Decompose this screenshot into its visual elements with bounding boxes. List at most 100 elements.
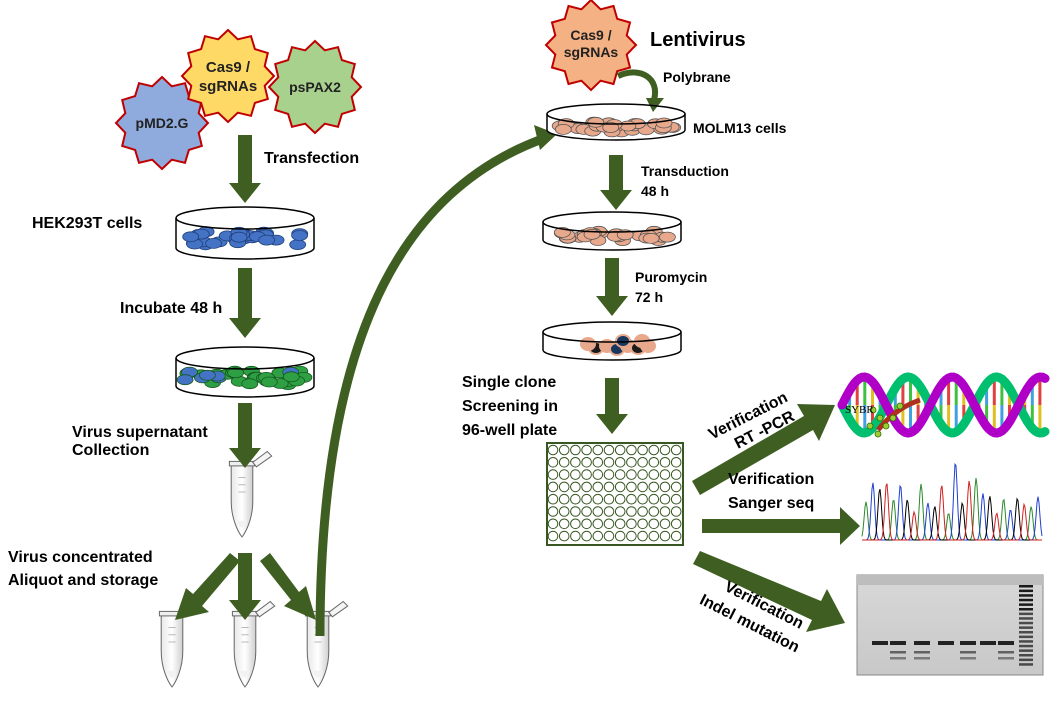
tube-cap <box>255 600 276 618</box>
ladder-band <box>1019 608 1033 611</box>
well <box>614 457 626 468</box>
well <box>614 530 626 542</box>
well <box>581 481 592 493</box>
well <box>592 530 604 542</box>
well <box>659 530 671 542</box>
cell <box>227 367 245 379</box>
well <box>547 469 559 480</box>
tube-liquid <box>237 520 247 528</box>
well <box>570 530 581 542</box>
well <box>637 481 648 493</box>
ladder-band <box>1019 649 1033 652</box>
well <box>581 506 592 517</box>
virus-supernatant-label-line1: Virus supernatant <box>72 424 208 441</box>
cell <box>258 234 276 246</box>
cell <box>282 371 300 383</box>
arrow-to-aliquot-right <box>260 553 316 620</box>
well <box>581 444 592 456</box>
well <box>570 481 581 493</box>
sanger-chromatogram <box>861 462 1043 541</box>
well <box>570 469 581 480</box>
well <box>547 518 559 530</box>
well <box>558 469 570 480</box>
ladder-band <box>1019 621 1033 625</box>
tube-body <box>233 614 257 688</box>
well <box>581 518 592 530</box>
sanger-label-line1: Verification <box>728 471 814 488</box>
band <box>890 641 906 645</box>
well <box>592 506 604 517</box>
middle-arrows <box>596 155 632 434</box>
well <box>648 469 660 480</box>
well <box>659 457 671 468</box>
well <box>670 506 682 517</box>
band <box>872 641 888 645</box>
plate-wells <box>547 444 682 542</box>
well <box>592 493 604 505</box>
selected-dish <box>542 321 682 361</box>
band <box>960 641 976 645</box>
hek293t-dish <box>175 206 315 260</box>
band <box>960 657 976 660</box>
well <box>581 457 592 468</box>
well <box>603 457 615 468</box>
arrow-to-transduction <box>600 155 632 210</box>
tube-body <box>230 464 254 538</box>
dna-helix-sybr: SYBR <box>837 372 1050 438</box>
well <box>558 506 570 517</box>
well <box>603 481 615 493</box>
well <box>614 469 626 480</box>
well <box>637 444 648 456</box>
well <box>637 530 648 542</box>
single-clone-label-line2: Screening in <box>462 398 558 415</box>
ladder-band <box>1019 585 1033 588</box>
cell <box>289 239 307 251</box>
well <box>626 506 637 517</box>
puromycin-label-line1: Puromycin <box>635 269 707 285</box>
molm13-dish <box>546 103 686 141</box>
cell <box>241 378 259 390</box>
verification-arrows <box>692 404 860 632</box>
virus-concentrated-label-line1: Virus concentrated <box>8 549 153 566</box>
ladder-band <box>1019 594 1033 597</box>
selected-cells <box>580 334 656 356</box>
band <box>998 651 1014 654</box>
well <box>637 493 648 505</box>
arrow-indel <box>693 551 845 632</box>
left-arrows <box>175 135 316 620</box>
ladder-band <box>1019 612 1033 616</box>
band <box>890 657 906 660</box>
well <box>626 457 637 468</box>
hek293t-label: HEK293T cells <box>32 215 142 232</box>
pspax2-star: psPAX2 <box>267 39 363 135</box>
cell <box>642 232 660 244</box>
sybr-molecules <box>866 402 904 438</box>
sybr-dot <box>866 422 874 430</box>
tube-liquid <box>313 670 323 678</box>
trace <box>862 481 1042 541</box>
well <box>659 444 671 456</box>
well <box>603 518 615 530</box>
ladder-band <box>1019 644 1033 648</box>
well <box>592 481 604 493</box>
well <box>603 530 615 542</box>
cell <box>182 231 200 243</box>
cas9-label-line1: Cas9 / <box>206 59 251 76</box>
ladder-band <box>1019 635 1033 639</box>
arrow-to-collection <box>229 403 261 468</box>
well <box>547 481 559 493</box>
cell <box>260 376 278 388</box>
arrow-rtpcr <box>692 404 835 495</box>
well <box>637 506 648 517</box>
ladder-band <box>1019 658 1033 662</box>
virus-supernatant-label-line2: Collection <box>72 442 149 459</box>
well <box>648 457 660 468</box>
single-clone-label-line3: 96-well plate <box>462 422 557 439</box>
well <box>592 457 604 468</box>
molm13-label: MOLM13 cells <box>693 120 787 136</box>
cell <box>587 116 605 128</box>
lentivirus-label: Lentivirus <box>650 29 746 51</box>
sybr-dot <box>876 414 884 422</box>
well <box>659 481 671 493</box>
